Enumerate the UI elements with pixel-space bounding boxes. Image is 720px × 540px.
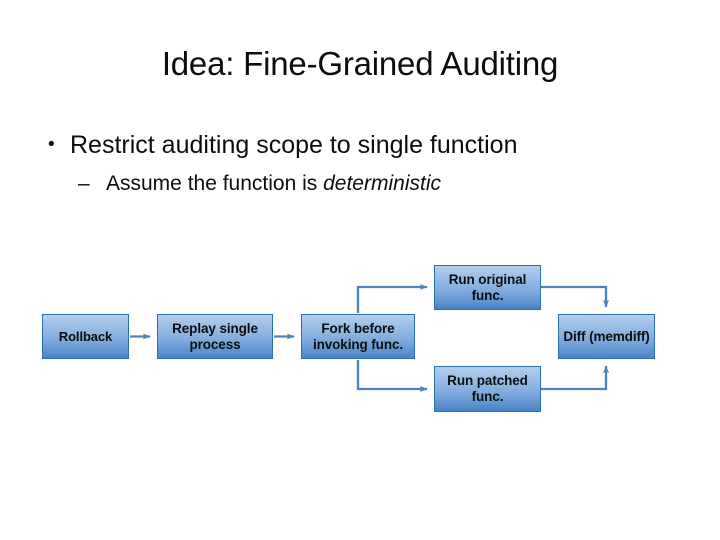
flow-node-run-original-func[interactable]: Run original func. [434,265,541,310]
edge-fork-to-run-original [356,283,428,313]
bullet-level2-emphasis: deterministic [323,172,441,196]
flow-node-replay-single-process[interactable]: Replay single process [157,314,273,359]
bullet-level1-text: Restrict auditing scope to single functi… [70,131,518,159]
flow-node-rollback[interactable]: Rollback [42,314,129,359]
edge-run-original-to-diff [541,285,610,308]
bullet-level1: • Restrict auditing scope to single func… [34,130,684,161]
flow-node-diff-memdiff[interactable]: Diff (memdiff) [558,314,655,359]
flow-node-fork-before-invoking-func[interactable]: Fork before invoking func. [301,314,415,359]
edge-fork-to-run-patched [356,360,428,392]
page-title: Idea: Fine-Grained Auditing [161,45,559,82]
bullet-marker-icon: • [48,134,55,155]
dash-marker-icon: – [78,172,90,196]
flow-node-run-patched-func[interactable]: Run patched func. [434,366,541,412]
edge-run-patched-to-diff [541,365,609,391]
bullet-list: • Restrict auditing scope to single func… [34,130,684,198]
bullet-level2: – Assume the function is deterministic [34,171,684,197]
bullet-level2-text: Assume the function is [106,172,324,196]
